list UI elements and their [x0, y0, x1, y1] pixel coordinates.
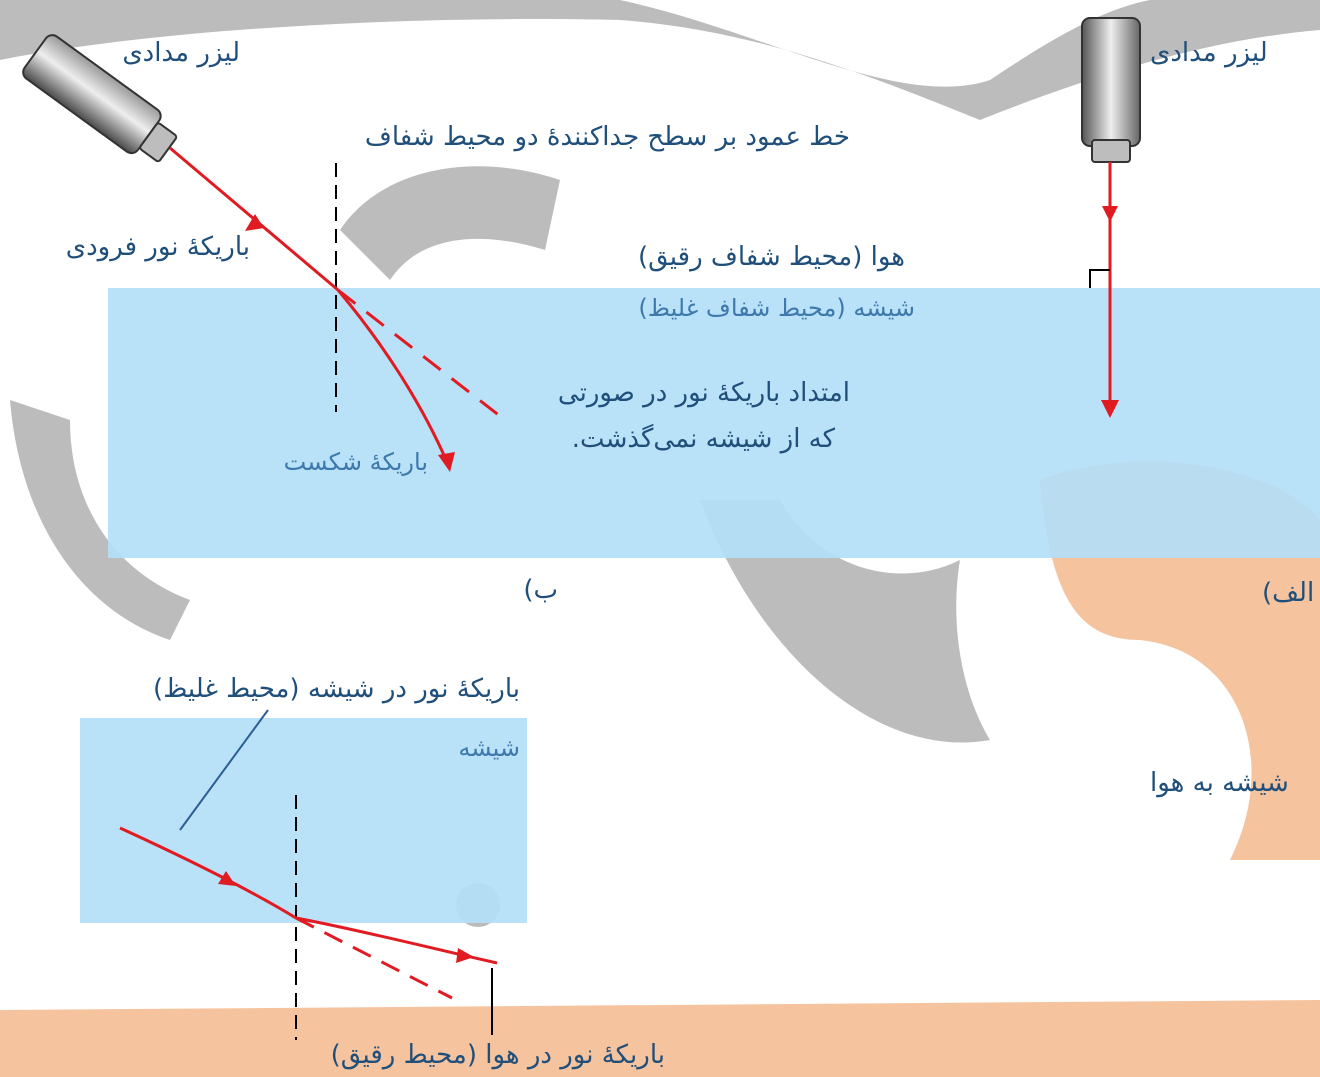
extension-label-line1: امتداد باریکهٔ نور در صورتی — [557, 378, 850, 408]
arrowhead-icon — [456, 948, 474, 963]
laser-pointer-icon — [1081, 17, 1141, 163]
refracted-beam-label: باریکهٔ شکست — [283, 448, 428, 476]
laser-label-b: لیزر مدادی — [122, 38, 240, 68]
laser-pointer-icon — [22, 34, 178, 163]
beam-in-glass-label: باریکهٔ نور در شیشه (محیط غلیظ) — [153, 674, 520, 704]
incident-beam-label: باریکهٔ نور فرودی — [65, 232, 250, 262]
beam-in-air-label: باریکهٔ نور در هوا (محیط رقیق) — [330, 1040, 665, 1070]
watermark-orange-bottom — [0, 1000, 1320, 1077]
pointer-line-glass-beam — [179, 709, 269, 831]
refracted-beam — [336, 289, 449, 463]
caption-b: ب) — [523, 575, 558, 605]
glass-block-c — [80, 718, 527, 923]
watermark-left-arc — [10, 400, 190, 640]
extension-label-line2: که از شیشه نمی‌گذشت. — [571, 424, 835, 454]
watermark-center-bowl — [700, 500, 990, 743]
air-medium-label: هوا (محیط شفاف رقیق) — [637, 242, 905, 272]
glass-block-b — [108, 288, 1320, 558]
right-angle-mark — [1089, 269, 1110, 288]
caption-a: الف) — [1262, 578, 1315, 608]
watermark-center-glyph — [340, 166, 560, 280]
beam-in-glass — [119, 826, 297, 920]
arrowhead-icon — [1102, 206, 1118, 222]
side-caption: شیشه به هوا — [1150, 768, 1289, 798]
glass-medium-label: شیشه (محیط شفاف غلیظ) — [638, 294, 915, 322]
arrowhead-icon — [245, 214, 264, 231]
extension-dashed-beam-c — [295, 916, 453, 1000]
arrowhead-icon — [1101, 400, 1119, 418]
normal-line-label: خط عمود بر سطح جداکنندهٔ دو محیط شفاف — [364, 122, 850, 152]
watermark-orange-right — [1040, 461, 1320, 860]
laser-label-a: لیزر مدادی — [1150, 38, 1268, 68]
arrowhead-icon — [218, 871, 236, 886]
arrowhead-icon — [438, 452, 455, 472]
glass-label-c: شیشه — [458, 734, 520, 762]
watermark-top-swoosh — [0, 0, 1320, 120]
